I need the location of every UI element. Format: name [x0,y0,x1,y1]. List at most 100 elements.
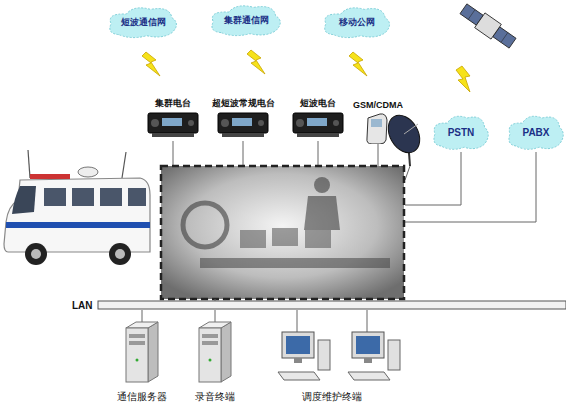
wire [405,152,461,205]
phone-screen [371,119,382,127]
phone-body [367,114,387,144]
radio-knob [296,119,304,127]
monitor-glass [286,336,310,354]
server-top [126,322,158,328]
lightning-bolt [142,52,160,76]
room-monitor [305,230,331,248]
radio-knob [188,120,194,126]
wire [318,141,319,166]
van-antenna [28,150,30,178]
radio-mount [152,133,194,137]
van-lightbar [30,174,70,179]
lan-bar [98,301,566,309]
pc-tower [318,340,330,370]
terms-node: 调度维护终端 [262,320,402,404]
radio-body [218,113,268,133]
dispatch-center-box [161,166,404,299]
server-node: 录音终端 [183,320,247,404]
van-window [100,188,122,206]
server-label: 通信服务器 [100,390,184,404]
lightning-bolt [456,66,470,92]
room-monitor [240,230,266,248]
lan-label: LAN [72,300,93,311]
cloud-node: 短波通信网 [105,4,181,40]
command-van [4,150,150,265]
room-silhouette [183,177,390,268]
server-led [209,359,212,362]
wire [405,166,410,180]
radio-body [293,113,343,133]
radio-node: 超短波常规电台 [204,97,282,141]
server-top [199,322,231,328]
van-window [44,188,66,206]
radio-label: 超短波常规电台 [196,97,290,110]
van-wheel-hub [31,249,41,259]
net-node: PSTN [430,112,492,152]
cloud-label: 短波通信网 [105,16,181,29]
radio-body [148,113,198,133]
monitor-stand [294,358,302,363]
server-side [148,322,158,382]
wire [378,144,379,166]
wire [243,141,244,166]
phone-node: GSM/CDMA [356,100,400,144]
terms-label: 调度维护终端 [252,390,412,404]
wire [173,141,174,166]
server-front [126,328,148,382]
van-wheel [25,243,47,265]
net-node: PABX [505,112,567,152]
radio-display [232,118,252,126]
room-monitor [272,228,298,246]
server-front [199,328,221,382]
van-dish [78,167,98,177]
radio-display [307,118,327,126]
monitor-screen [352,332,384,358]
van-stripe [6,222,150,228]
dish-feed [404,124,418,134]
monitor-screen [282,332,314,358]
server-bay [202,341,218,345]
lightning-bolt [349,52,367,76]
radio-display [162,118,182,126]
satellite-icon [458,1,517,50]
satellite-body [475,13,502,39]
server-label: 录音终端 [173,390,257,404]
van-wheel-hub [115,249,125,259]
cloud-label: 移动公网 [320,16,394,29]
radio-label: 短波电台 [278,97,358,110]
van-antenna [122,152,126,178]
net-label: PABX [505,127,567,138]
radio-node: 集群电台 [140,97,206,141]
radio-knob [221,119,229,127]
lightning-bolt [247,50,265,74]
monitor-stand [364,358,372,363]
phone-label: GSM/CDMA [348,100,408,110]
room-headset [183,203,227,247]
server-led [136,359,139,362]
monitor-glass [356,336,380,354]
keyboard [278,372,320,380]
satellite-grid [501,33,508,43]
radio-mount [222,133,264,137]
server-bay [129,341,145,345]
room-desk [200,258,390,268]
room-person-head [314,177,330,193]
radio-knob [151,119,159,127]
radio-mount [297,133,339,137]
server-side [221,322,231,382]
van-window [128,188,146,206]
radio-knob [258,120,264,126]
van-wheel [109,243,131,265]
room-person-body [304,196,340,230]
cloud-label: 集群通信网 [207,14,285,27]
radio-label: 集群电台 [132,97,214,110]
keyboard [348,372,390,380]
cloud-node: 集群通信网 [207,2,285,38]
cloud-node: 移动公网 [320,4,394,40]
van-window [72,188,94,206]
lan-shape [72,300,566,310]
satellite-grid [468,10,475,20]
lan-node: LAN [72,300,566,310]
dish-reflector [382,110,426,159]
